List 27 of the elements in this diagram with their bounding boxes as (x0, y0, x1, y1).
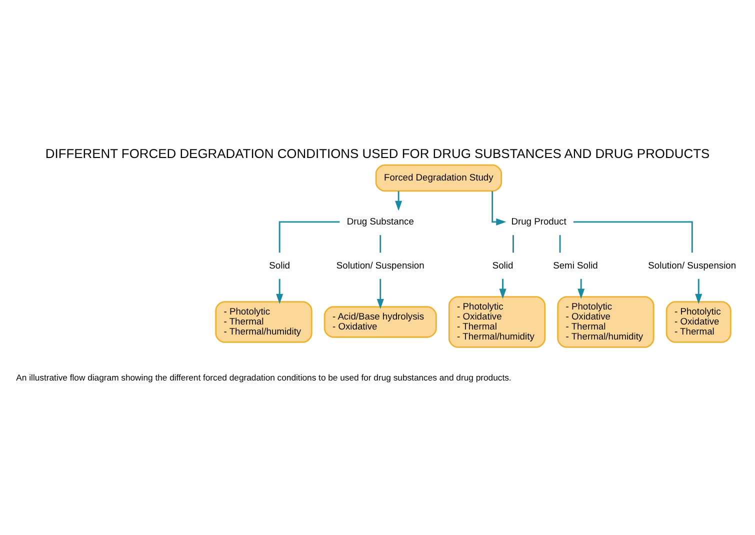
connector (512, 234, 514, 252)
node-text: Semi Solid (553, 260, 598, 270)
arrow (695, 278, 702, 304)
connector (278, 220, 340, 252)
arrow (376, 278, 384, 309)
diagram-title: DIFFERENT FORCED DEGRADATION CONDITIONS USED FOR DRUG SUBSTANCES AND DRUG PRODUCTS (45, 146, 710, 161)
arrow (395, 190, 402, 210)
connector (559, 234, 561, 252)
node-box: - Photolytic - Oxidative - Thermal (666, 300, 732, 342)
connector (380, 234, 382, 252)
node-box: - Photolytic - Oxidative - Thermal - Thermal/humidity (557, 296, 654, 348)
node-text: Solid (269, 260, 290, 270)
node-text: Solution/ Suspension (336, 260, 424, 270)
node-box: Forced Degradation Study (375, 164, 502, 192)
caption: An illustrative flow diagram showing the different forced degradation conditions to be used for drug substances and drug products. (16, 372, 512, 382)
node-box: - Photolytic - Oxidative - Thermal - Thermal/humidity (448, 296, 546, 348)
node-box: - Acid/Base hydrolysis - Oxidative (324, 306, 437, 338)
node-box: - Photolytic - Thermal - Thermal/humidity (215, 300, 312, 342)
arrow (499, 278, 506, 298)
node-text: Solution/ Suspension (648, 260, 736, 270)
arrow (578, 278, 585, 298)
arrow (492, 190, 506, 225)
node-text: Drug Substance (346, 216, 414, 226)
arrow (276, 278, 284, 304)
connector (573, 220, 693, 252)
node-text: Solid (492, 260, 514, 270)
node-text: Drug Product (511, 216, 566, 226)
